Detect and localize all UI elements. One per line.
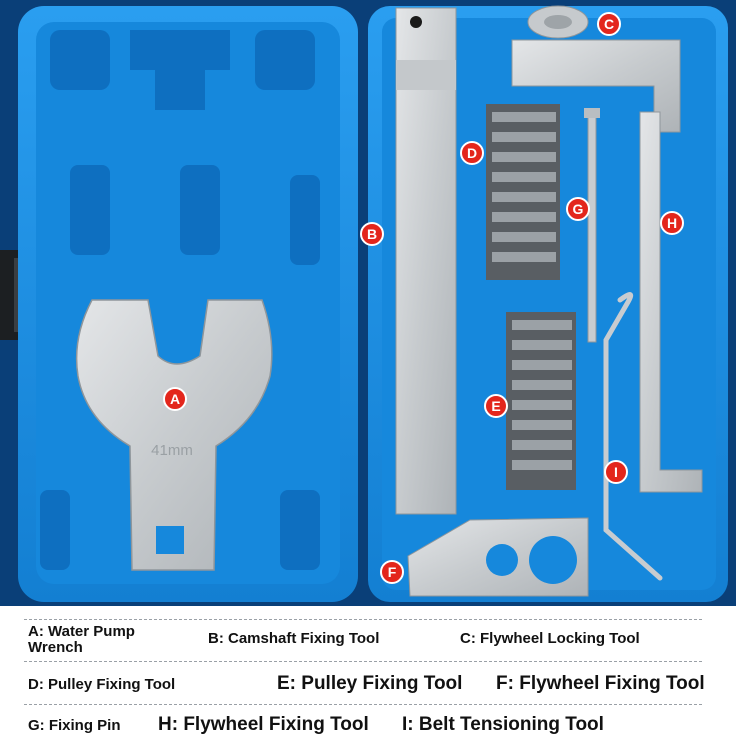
legend-item-e: E: Pulley Fixing Tool: [277, 673, 463, 694]
lid-recess-t: [130, 30, 230, 110]
legend-item-f: F: Flywheel Fixing Tool: [496, 673, 705, 694]
callout-e: E: [484, 394, 508, 418]
lid-recess: [40, 490, 70, 570]
callout-b: B: [360, 222, 384, 246]
callout-a: A: [163, 387, 187, 411]
legend-item-g: G: Fixing Pin: [28, 717, 121, 734]
case-left-inner: [36, 22, 340, 584]
lid-recess: [290, 175, 320, 265]
camshaft-tool-hole: [410, 16, 422, 28]
callout-d: D: [460, 141, 484, 165]
legend-divider: [24, 619, 702, 620]
callout-c: C: [597, 12, 621, 36]
wrench-square-hole: [156, 526, 184, 554]
legend-item-c: C: Flywheel Locking Tool: [460, 630, 640, 647]
callout-f: F: [380, 560, 404, 584]
belt-tensioning-tool: [603, 292, 663, 581]
callout-g: G: [566, 197, 590, 221]
lid-recess: [180, 165, 220, 255]
lid-recess: [255, 30, 315, 90]
legend-divider: [24, 704, 702, 705]
water-pump-wrench: [75, 299, 273, 571]
callout-h: H: [660, 211, 684, 235]
legend-item-a: A: Water Pump Wrench: [28, 623, 135, 656]
plate-hole-small: [486, 544, 518, 576]
legend-item-i: I: Belt Tensioning Tool: [402, 714, 604, 735]
wrench-engraving: 41mm: [151, 442, 193, 459]
flywheel-fixing-tool-h: [639, 111, 703, 493]
plate-hole-large: [529, 536, 577, 584]
lid-recess: [280, 490, 320, 570]
legend-item-b: B: Camshaft Fixing Tool: [208, 630, 380, 647]
camshaft-fixing-tool: [395, 7, 457, 515]
callout-i: I: [604, 460, 628, 484]
tool-kit-photo: 41mm: [0, 0, 736, 606]
lid-recess: [50, 30, 110, 90]
legend-divider: [24, 661, 702, 662]
fixing-pin: [587, 111, 597, 343]
pulley-teeth-e: [512, 320, 572, 470]
legend-item-h: H: Flywheel Fixing Tool: [158, 714, 369, 735]
locking-tool-ring-hole: [544, 15, 572, 29]
legend-item-d: D: Pulley Fixing Tool: [28, 676, 176, 693]
fixing-pin-head: [584, 108, 600, 118]
camshaft-tool-arm: [396, 60, 456, 90]
lid-recess: [70, 165, 110, 255]
pulley-teeth-d: [492, 112, 556, 262]
